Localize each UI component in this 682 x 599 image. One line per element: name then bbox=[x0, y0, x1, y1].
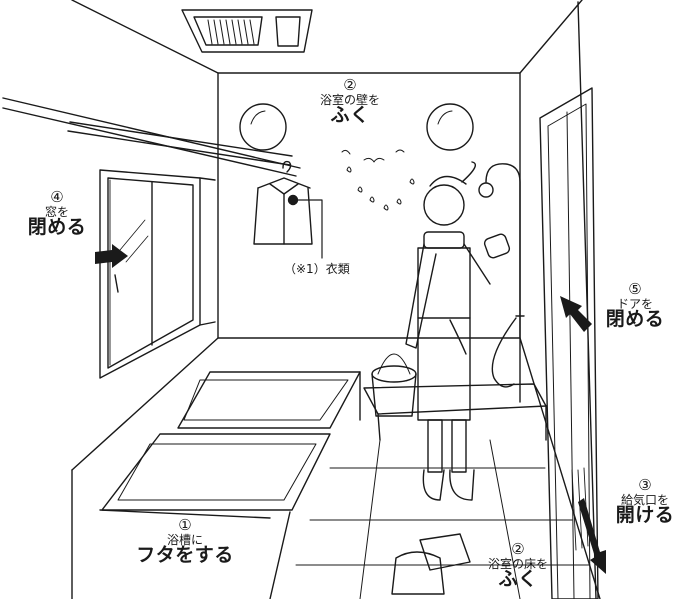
wall-mirror-left-icon bbox=[239, 103, 287, 151]
step-action: フタをする bbox=[136, 544, 234, 567]
label-step-2-floor: ② 浴室の床を ふく bbox=[478, 540, 558, 591]
step-target: 給気口を bbox=[620, 492, 669, 507]
label-step-5-door: ⑤ ドアを 閉める bbox=[596, 280, 674, 331]
window-icon bbox=[99, 169, 216, 379]
step-action: 閉める bbox=[27, 216, 87, 239]
wall-mirror-right-icon bbox=[426, 103, 474, 151]
step-number: ② bbox=[343, 76, 357, 94]
step-number: ④ bbox=[50, 188, 64, 206]
bucket-icon bbox=[371, 353, 417, 417]
arrow-vent-icon bbox=[578, 498, 606, 574]
arrow-door-icon bbox=[560, 296, 592, 332]
step-action: ふく bbox=[498, 568, 538, 591]
label-step-1-bathtub: ① 浴槽に フタをする bbox=[130, 516, 240, 567]
step-number: ① bbox=[178, 516, 192, 534]
room-outline bbox=[71, 0, 601, 599]
label-step-3-vent: ③ 給気口を 開ける bbox=[610, 476, 680, 527]
step-action: 閉める bbox=[605, 308, 665, 331]
bath-stool-icon bbox=[391, 533, 471, 595]
step-number: ③ bbox=[638, 476, 652, 494]
step-number: ② bbox=[511, 540, 525, 558]
label-step-4-window: ④ 窓を 閉める bbox=[22, 188, 92, 239]
bathtub-with-lid-icon bbox=[71, 371, 361, 599]
step-action: 開ける bbox=[615, 504, 675, 527]
step-target: 浴室の床を bbox=[487, 556, 548, 571]
shower-icon bbox=[478, 163, 525, 403]
arrow-window-icon bbox=[95, 244, 128, 268]
step-action: ふく bbox=[330, 104, 370, 127]
person-cleaning-icon bbox=[405, 161, 511, 501]
step-target: 窓を bbox=[44, 204, 69, 219]
floor-tiles bbox=[295, 439, 591, 599]
step-target: 浴室の壁を bbox=[319, 92, 380, 107]
hanging-shirt-icon bbox=[253, 160, 323, 259]
label-step-2-wall: ② 浴室の壁を ふく bbox=[290, 76, 410, 127]
drying-rod-icon bbox=[2, 97, 301, 177]
step-target: 浴槽に bbox=[166, 532, 203, 547]
water-droplets-icon bbox=[341, 149, 415, 211]
step-number: ⑤ bbox=[628, 280, 642, 298]
step-target: ドアを bbox=[616, 296, 653, 311]
ventilation-fan-icon bbox=[181, 9, 313, 53]
bath-counter-icon bbox=[363, 383, 547, 441]
clothing-note: （※1）衣類 bbox=[284, 262, 350, 276]
